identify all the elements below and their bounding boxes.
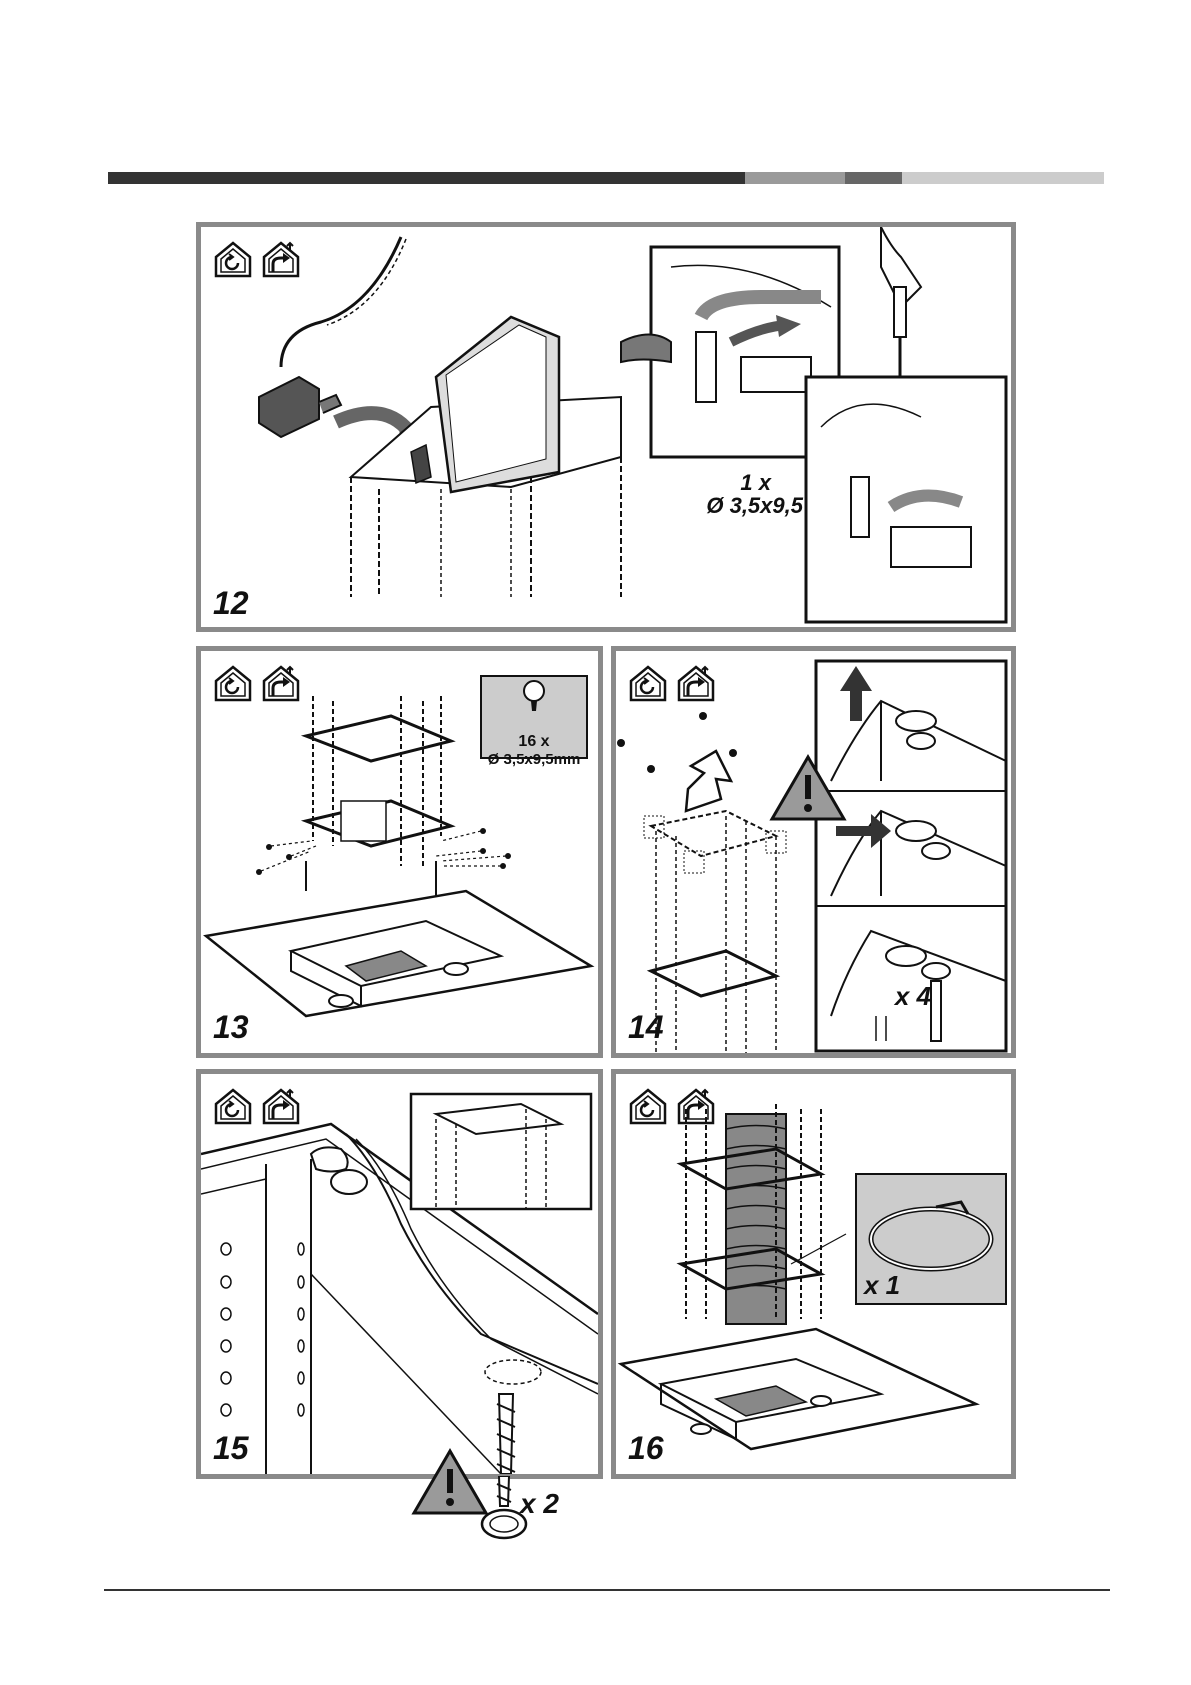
- duct-clamp-illustration: [616, 1074, 1011, 1474]
- step-number: 12: [213, 585, 249, 622]
- step-number: 16: [628, 1430, 664, 1467]
- header-bar-segment-mid: [845, 172, 902, 184]
- multiplier-label: x 4: [866, 981, 931, 1012]
- wall-fixing-illustration: [201, 1074, 598, 1474]
- frame-lift-illustration: [616, 651, 1011, 1053]
- step-number: 14: [628, 1009, 664, 1046]
- multiplier-label: x 1: [864, 1270, 914, 1301]
- header-bar-segment-light: [745, 172, 845, 184]
- panel-step-15: 15: [196, 1069, 603, 1479]
- screw-quantity-label: 16 x: [481, 733, 587, 751]
- frame-assembly-illustration: [201, 651, 598, 1053]
- panel-step-12: 1 x Ø 3,5x9,5 12: [196, 222, 1016, 632]
- warning-icon: [410, 1447, 490, 1517]
- step-number: 13: [213, 1009, 249, 1046]
- header-bar-segment-pale: [902, 172, 1104, 184]
- header-bar-segment-dark: [108, 172, 745, 184]
- footer-divider: [104, 1589, 1110, 1591]
- screw-size-label: Ø 3,5x9,5: [621, 493, 803, 519]
- step-number: 15: [213, 1430, 249, 1467]
- warning-icon: [768, 753, 848, 823]
- screw-size-label: Ø 3,5x9,5mm: [473, 751, 595, 768]
- multiplier-label: x 2: [520, 1488, 575, 1520]
- panel-step-14: x 4 14: [611, 646, 1016, 1058]
- panel-step-13: 16 x Ø 3,5x9,5mm 13: [196, 646, 603, 1058]
- panel-step-16: x 1 16: [611, 1069, 1016, 1479]
- hood-power-connection-illustration: [201, 227, 1011, 627]
